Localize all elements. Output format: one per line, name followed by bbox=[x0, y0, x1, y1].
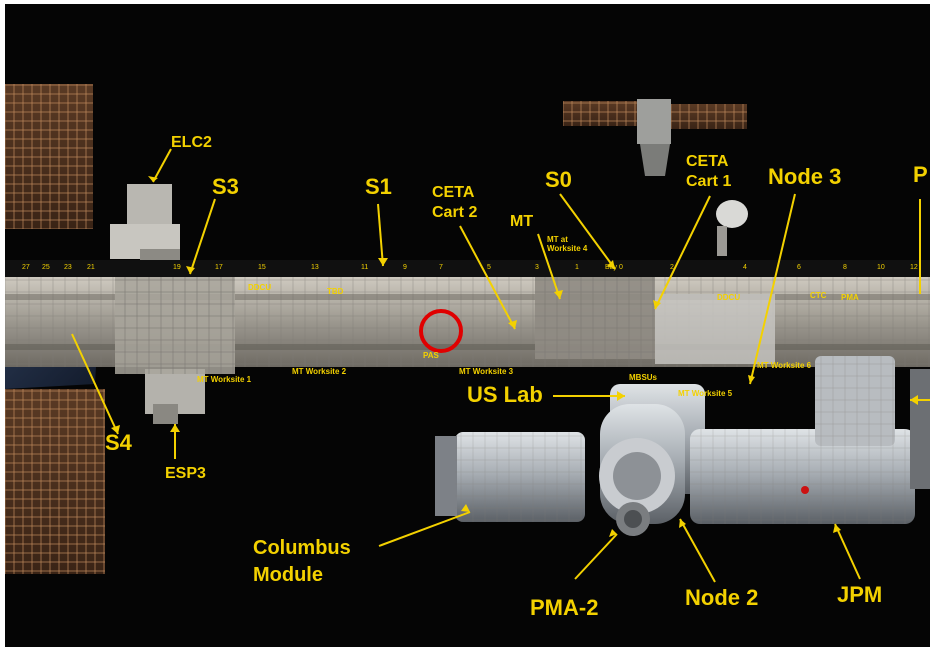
label-mt-worksite-4-line1: MT at bbox=[547, 235, 568, 244]
label-esp3: ESP3 bbox=[165, 465, 206, 482]
jpm-module bbox=[690, 356, 915, 524]
label-ceta-cart-1-line2: Cart 1 bbox=[686, 173, 732, 190]
label-mt-worksite-2: MT Worksite 2 bbox=[292, 367, 347, 376]
iss-illustration bbox=[5, 84, 930, 574]
bay-number: 25 bbox=[42, 264, 50, 271]
label-mt-worksite-4-line2: Worksite 4 bbox=[547, 244, 588, 253]
label-ctc: CTC bbox=[810, 291, 827, 300]
bay-number: 7 bbox=[439, 264, 443, 271]
label-columbus-module: Columbus Module bbox=[253, 535, 351, 589]
antenna-dish bbox=[716, 200, 748, 228]
bay-number: 11 bbox=[361, 264, 369, 271]
bay-number: 15 bbox=[258, 264, 266, 271]
label-node-2: Node 2 bbox=[685, 585, 759, 610]
label-mbsus: MBSUs bbox=[629, 373, 658, 382]
bay-number: 3 bbox=[535, 264, 539, 271]
bay-number: 19 bbox=[173, 264, 181, 271]
bay-number: 8 bbox=[843, 264, 847, 271]
label-columbus-line1: Columbus bbox=[253, 537, 351, 559]
label-tbd: TBD bbox=[327, 287, 344, 296]
label-s4: S4 bbox=[105, 430, 132, 455]
label-mt-worksite-4: MT at Worksite 4 bbox=[547, 235, 587, 253]
bay-number: 1 bbox=[575, 264, 579, 271]
label-pma-2: PMA-2 bbox=[530, 595, 599, 620]
label-ddcu-right: DDCU bbox=[717, 293, 741, 302]
bay-number: 27 bbox=[22, 264, 30, 271]
label-s0: S0 bbox=[545, 167, 572, 192]
label-us-lab: US Lab bbox=[467, 382, 543, 407]
bay-number: 4 bbox=[743, 264, 747, 271]
label-ceta-cart-2: CETA Cart 2 bbox=[432, 183, 477, 223]
bay-number: 21 bbox=[87, 264, 95, 271]
label-ddcu: DDCU bbox=[248, 283, 272, 292]
label-mt-worksite-1: MT Worksite 1 bbox=[197, 375, 252, 384]
label-mt-worksite-5: MT Worksite 5 bbox=[678, 389, 733, 398]
label-p-truncated: P bbox=[913, 162, 928, 187]
label-mt-worksite-3: MT Worksite 3 bbox=[459, 367, 514, 376]
bay-number: 2 bbox=[670, 264, 674, 271]
bay-0-label: Bay 0 bbox=[605, 264, 623, 271]
label-pas: PAS bbox=[423, 351, 439, 360]
solar-array-top-left bbox=[5, 84, 93, 229]
bay-number: 12 bbox=[910, 264, 918, 271]
bay-bar bbox=[5, 260, 930, 277]
label-ceta-cart-2-line2: Cart 2 bbox=[432, 204, 478, 221]
label-elc2: ELC2 bbox=[171, 134, 212, 151]
bay-number: 13 bbox=[311, 264, 319, 271]
label-ceta-cart-1-line1: CETA bbox=[686, 153, 729, 170]
bay-number: 5 bbox=[487, 264, 491, 271]
label-node-3: Node 3 bbox=[768, 164, 842, 189]
bay-number: 10 bbox=[877, 264, 885, 271]
iss-photo: 27 25 23 21 19 17 15 13 11 9 7 5 3 1 2 4… bbox=[5, 4, 930, 647]
label-mt: MT bbox=[510, 213, 534, 230]
label-s1: S1 bbox=[365, 174, 392, 199]
main-truss bbox=[5, 274, 930, 374]
bay-number: 6 bbox=[797, 264, 801, 271]
columbus-module bbox=[435, 432, 585, 522]
label-columbus-line2: Module bbox=[253, 564, 323, 586]
node-2 bbox=[599, 404, 685, 536]
label-jpm: JPM bbox=[837, 582, 883, 607]
bay-number: 23 bbox=[64, 264, 72, 271]
solar-array-bottom-left bbox=[5, 389, 105, 574]
bay-number: 9 bbox=[403, 264, 407, 271]
label-pma-small: PMA bbox=[841, 293, 859, 302]
label-ceta-cart-2-line1: CETA bbox=[432, 184, 475, 201]
label-mt-worksite-6: MT Worksite 6 bbox=[757, 361, 812, 370]
label-ceta-cart-1: CETA Cart 1 bbox=[686, 152, 731, 192]
right-edge-structure bbox=[910, 369, 930, 489]
visiting-vehicle-arrays bbox=[563, 99, 747, 176]
bay-number: 17 bbox=[215, 264, 223, 271]
esp3-equipment bbox=[145, 369, 205, 424]
label-s3: S3 bbox=[212, 174, 239, 199]
